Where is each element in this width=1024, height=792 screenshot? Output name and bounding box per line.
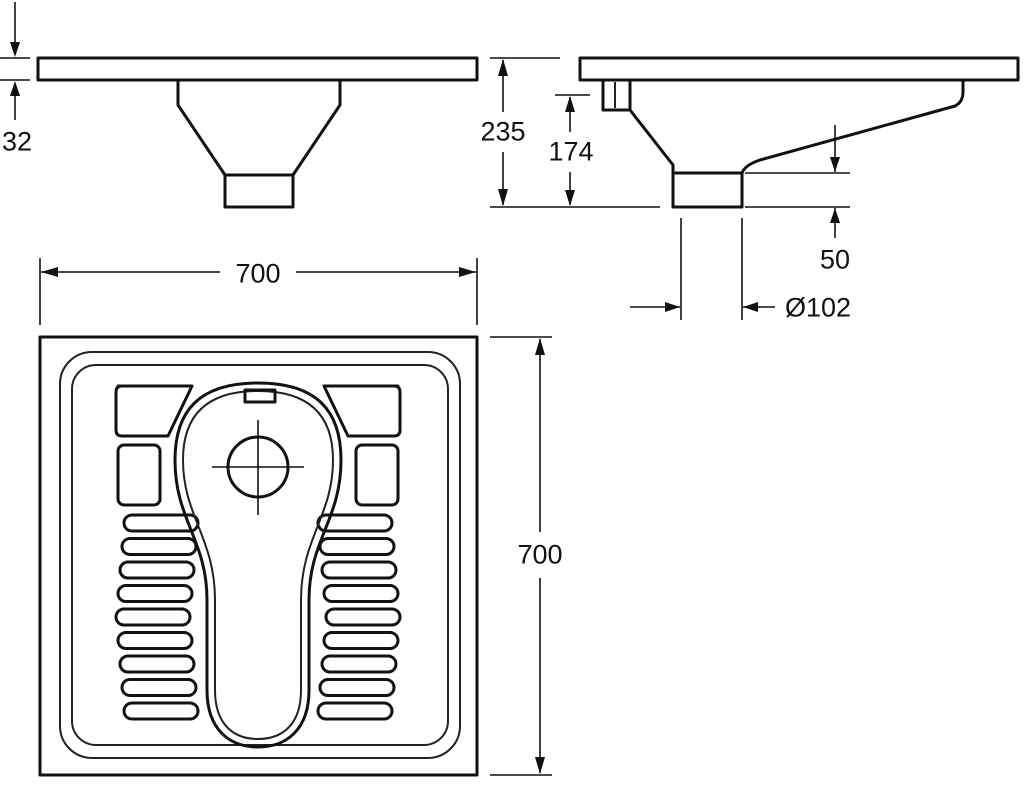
dim-outlet-length: 50 (817, 244, 853, 276)
plan-view (38, 258, 552, 777)
front-view (0, 2, 479, 209)
foot-grip-rib (324, 607, 402, 627)
dim-outlet-height: 174 (546, 136, 596, 168)
foot-grip-rib (120, 678, 198, 697)
dim-total-height: 235 (478, 116, 528, 148)
dim-width: 700 (233, 258, 283, 290)
foot-grip-rib (118, 560, 196, 580)
foot-grip-rib (122, 701, 200, 721)
foot-grip-rib (322, 584, 400, 603)
dim-outlet-diameter: Ø102 (782, 292, 854, 324)
foot-grip-rib (120, 537, 198, 556)
side-view (490, 56, 1020, 320)
foot-grip-rib (118, 654, 196, 674)
dim-depth: 700 (515, 539, 565, 571)
foot-grip-rib (318, 537, 396, 556)
foot-grip-rib (114, 607, 192, 627)
foot-grip-rib (316, 701, 394, 721)
foot-grip-rib (320, 654, 398, 674)
dim-plate-thickness: 32 (0, 126, 35, 158)
foot-grip-rib (322, 631, 400, 650)
foot-grip-rib (116, 631, 194, 650)
foot-grip-rib (318, 678, 396, 697)
foot-grip-rib (116, 584, 194, 603)
foot-grip-rib (320, 560, 398, 580)
